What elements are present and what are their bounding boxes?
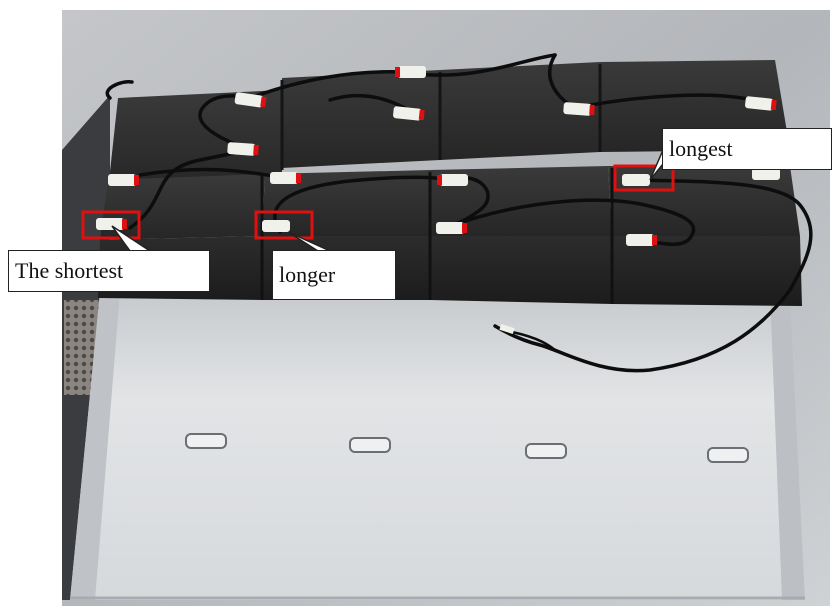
- battery-wires: [105, 53, 813, 373]
- callout-label-shortest: The shortest: [15, 258, 124, 283]
- battery-connectors: [96, 66, 780, 335]
- callout-label-longest: longest: [669, 136, 733, 161]
- callout-longer: longer: [272, 250, 396, 300]
- callout-the-shortest: The shortest: [8, 250, 210, 292]
- highlight-longer: [254, 210, 314, 240]
- highlight-boxes: [81, 164, 675, 240]
- highlight-longest: [613, 164, 675, 192]
- highlight-shortest: [81, 210, 141, 240]
- callout-label-longer: longer: [279, 262, 336, 287]
- tray-slots: [185, 433, 749, 463]
- callout-longest: longest: [662, 128, 832, 170]
